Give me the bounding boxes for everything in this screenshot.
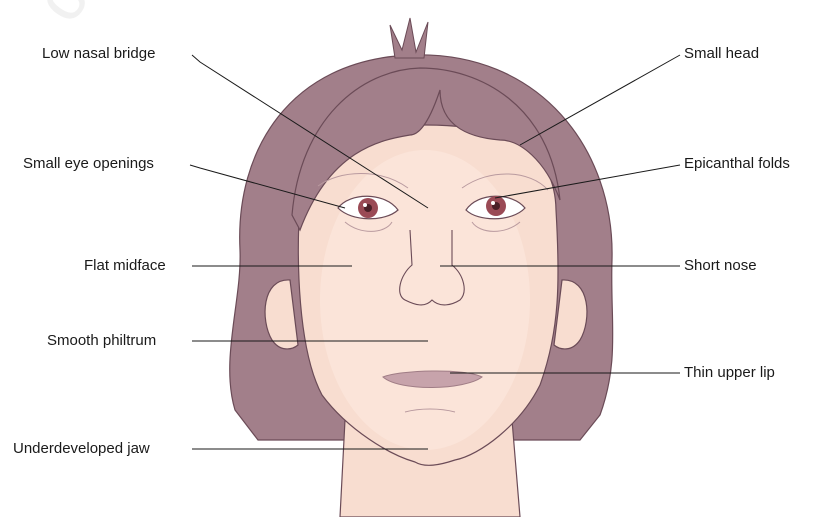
label-smooth-philtrum: Smooth philtrum <box>47 332 156 350</box>
label-low-nasal-bridge: Low nasal bridge <box>42 45 155 63</box>
label-flat-midface: Flat midface <box>84 257 166 275</box>
label-small-eye-openings: Small eye openings <box>23 155 154 173</box>
label-short-nose: Short nose <box>684 257 757 275</box>
label-underdeveloped-jaw: Underdeveloped jaw <box>13 440 150 458</box>
label-small-head: Small head <box>684 45 759 63</box>
hair-tuft <box>390 18 428 58</box>
label-thin-upper-lip: Thin upper lip <box>684 364 775 382</box>
label-epicanthal-folds: Epicanthal folds <box>684 155 790 173</box>
